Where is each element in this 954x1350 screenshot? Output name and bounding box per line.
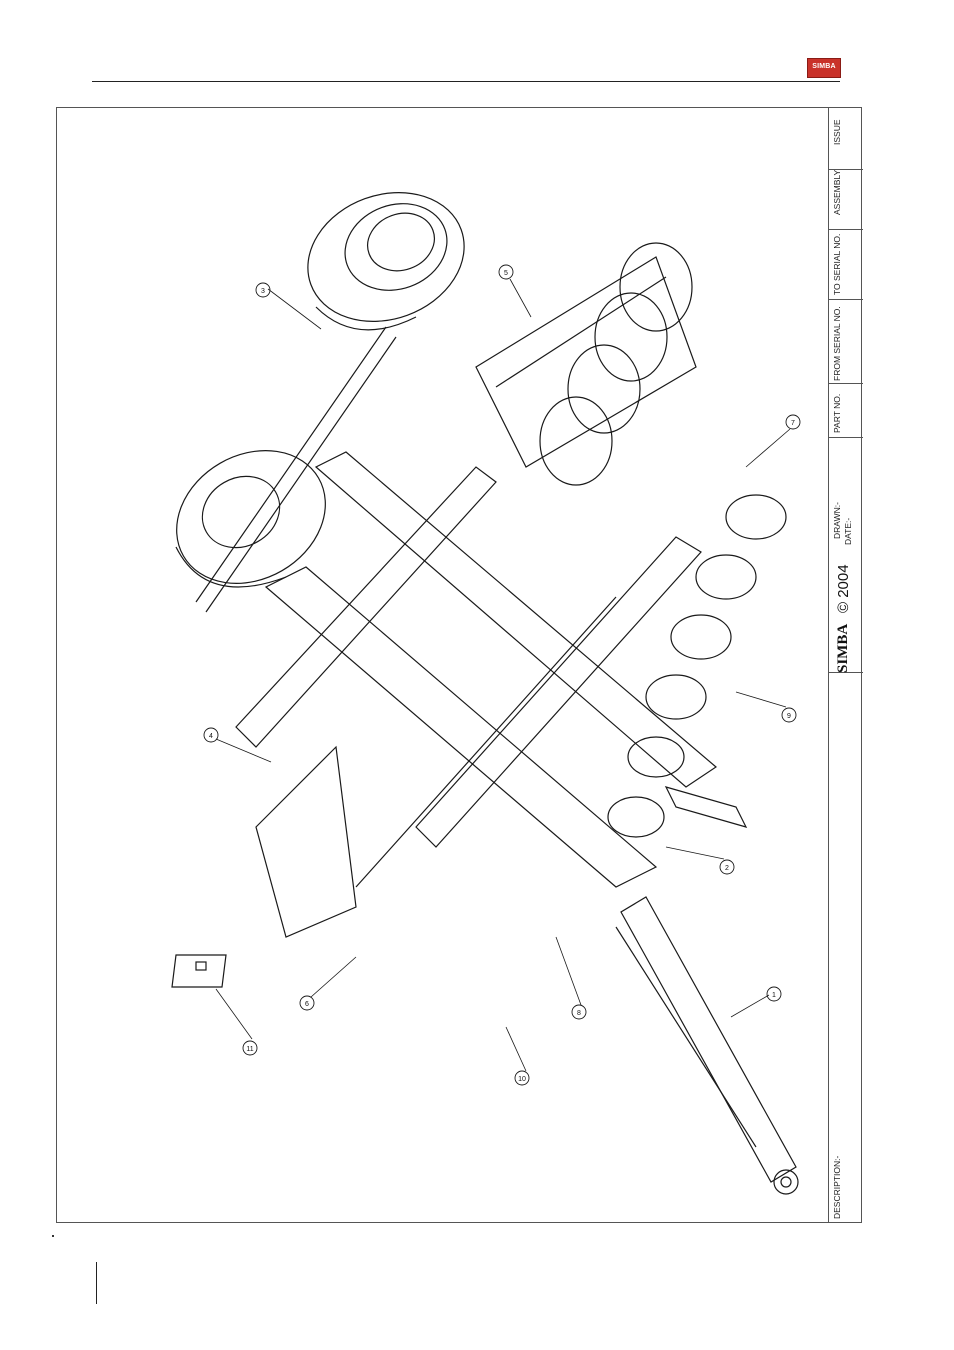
wheel-upper-left	[152, 424, 349, 609]
leader-lines	[216, 279, 790, 1071]
callout-label-7: 7	[791, 420, 795, 427]
footer-rule	[96, 1262, 97, 1304]
callout-label-6: 6	[305, 1001, 309, 1008]
to-serial-label: TO SERIAL NO.	[832, 234, 842, 295]
disc-gang-front	[608, 495, 786, 837]
manual-book	[172, 955, 226, 987]
callout-label-11: 11	[246, 1046, 253, 1053]
copyright-text: © 2004	[835, 564, 852, 613]
callout-label-3: 3	[261, 288, 265, 295]
callout-label-9: 9	[787, 713, 791, 720]
callout-label-2: 2	[725, 865, 729, 872]
assembly-label: ASSEMBLY	[832, 170, 842, 215]
callout-label-8: 8	[577, 1010, 581, 1017]
title-block-divider	[829, 437, 863, 438]
disc-gang-rear	[540, 243, 692, 485]
callout-label-1: 1	[772, 992, 776, 999]
callout-label-10: 10	[518, 1076, 526, 1083]
title-block-divider	[829, 299, 863, 300]
exploded-assembly-illustration: 1 2 3 4 5 6 7 8 9 10 11	[56, 107, 828, 1221]
callout-label-5: 5	[504, 270, 508, 277]
description-label: DESCRIPTION:-	[832, 1156, 842, 1219]
part-no-label: PART NO.	[832, 394, 842, 433]
simba-logo: SIMBA	[807, 58, 841, 78]
callout-label-4: 4	[209, 733, 213, 740]
date-label: DATE:-	[843, 518, 853, 545]
header-rule	[92, 81, 840, 82]
title-block-divider	[829, 383, 863, 384]
drawbar	[616, 787, 798, 1194]
wheel-upper-right	[290, 171, 483, 342]
main-frame	[236, 257, 716, 937]
issue-label: ISSUE	[832, 119, 842, 145]
title-block-divider	[829, 229, 863, 230]
drawn-label: DRAWN:-	[832, 502, 842, 539]
page-mark	[52, 1235, 54, 1237]
simba-brand-mark: SIMBA	[835, 624, 852, 673]
from-serial-label: FROM SERIAL NO.	[832, 306, 842, 381]
title-block: ISSUE ASSEMBLY TO SERIAL NO. FROM SERIAL…	[828, 107, 862, 1223]
